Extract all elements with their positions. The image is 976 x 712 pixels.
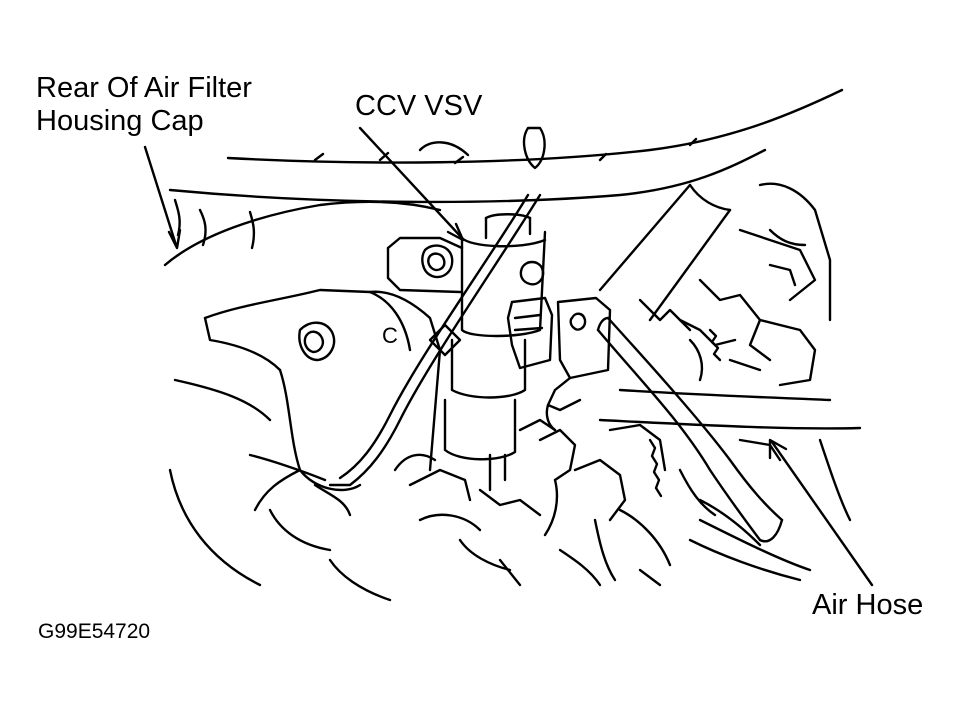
air-hose-leader xyxy=(770,440,874,587)
rear-cap-label-line2: Housing Cap xyxy=(36,105,204,137)
engine-components-right xyxy=(598,182,862,582)
air-hose xyxy=(596,316,784,543)
rear-cap-arrowhead xyxy=(167,228,182,250)
electrical-connectors xyxy=(506,296,612,432)
engine-components-lower xyxy=(393,418,717,587)
part-letter-c: C xyxy=(382,323,398,348)
leader-arrows xyxy=(143,126,874,587)
ccv-vsv-label: CCV VSV xyxy=(355,90,483,122)
air-filter-housing-cap xyxy=(163,198,442,587)
ccv-vsv-arrowhead xyxy=(446,222,465,242)
throttle-body xyxy=(203,288,442,602)
ccv-vsv-leader xyxy=(358,126,464,240)
rear-cap-label-line1: Rear Of Air Filter xyxy=(36,72,252,104)
ccv-vsv-valve xyxy=(386,213,547,492)
figure-code: G99E54720 xyxy=(38,620,151,643)
air-hose-arrowhead xyxy=(768,438,788,460)
air-hose-label: Air Hose xyxy=(812,589,924,621)
rear-cap-leader xyxy=(143,145,178,247)
upper-harness xyxy=(168,88,844,204)
vacuum-line xyxy=(328,193,542,487)
